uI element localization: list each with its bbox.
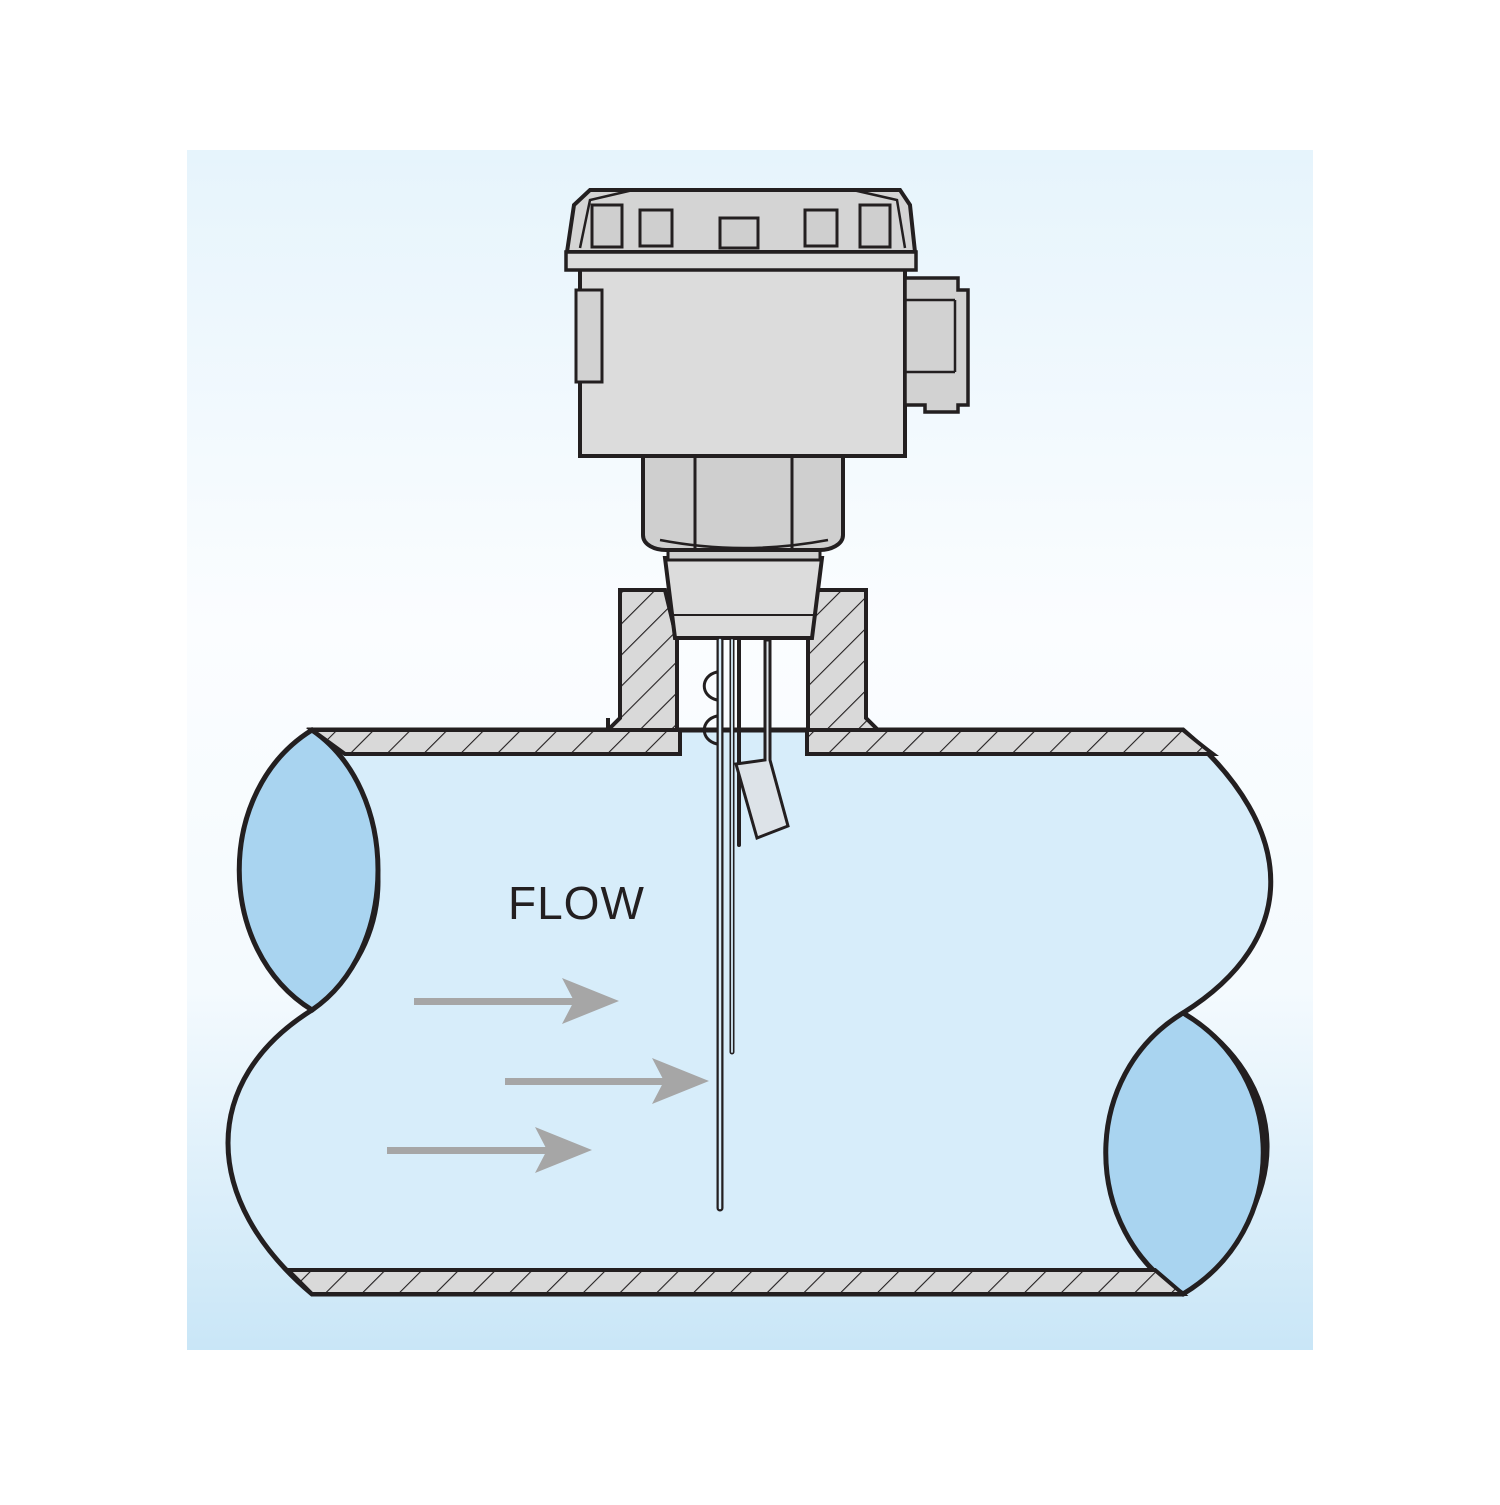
junction-box-icon (578, 266, 907, 458)
mounting-boss-left (603, 588, 679, 732)
housing-latch (574, 288, 604, 384)
paddle-blade (734, 638, 790, 840)
mounting-boss-right (806, 588, 883, 732)
pipe-end-left (236, 727, 381, 1013)
pipe-wall-top-right (805, 728, 1219, 756)
lid-rim (564, 250, 918, 272)
pipe-wall-top-left (305, 728, 682, 756)
lid-edge-left (578, 188, 634, 249)
spring-coil (702, 670, 718, 746)
cable-gland (903, 276, 970, 414)
hex-nut (641, 453, 845, 552)
nut-chamfer (659, 538, 829, 550)
lid-tabs (590, 203, 892, 250)
threaded-neck (662, 556, 825, 640)
lid-edge-right (852, 188, 907, 249)
pipe-wall-bottom (283, 1268, 1189, 1296)
arrow-right-icon (387, 978, 709, 1173)
flow-label: FLOW (508, 877, 645, 929)
